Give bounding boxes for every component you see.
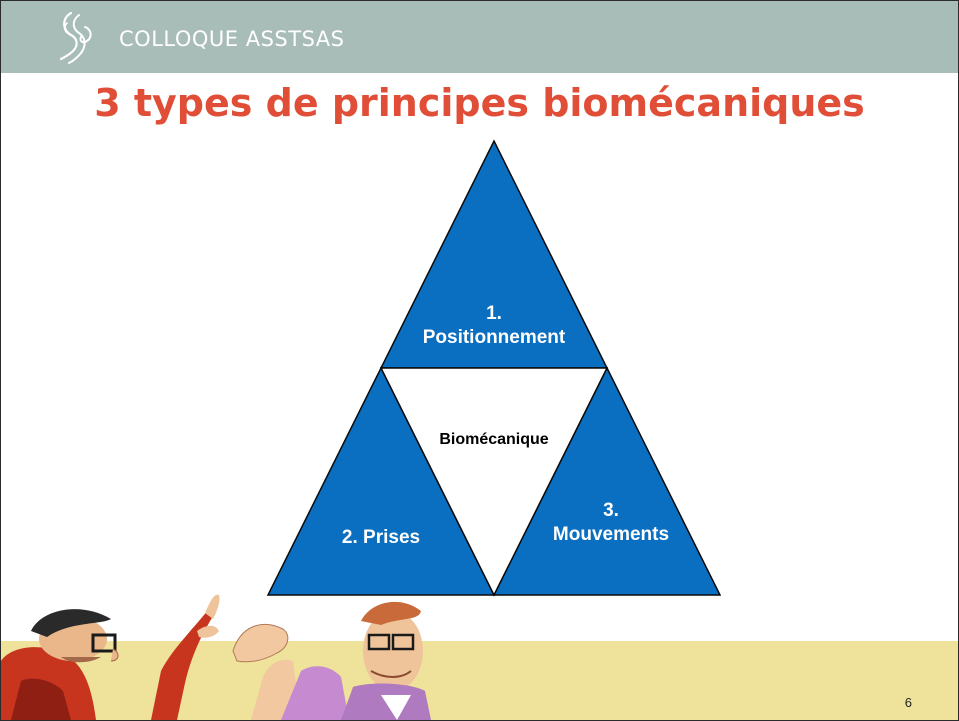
brand-name: COLLOQUE ASSTSAS [119, 27, 345, 51]
label-prises: 2. Prises [341, 527, 421, 548]
slide-title: 3 types de principes biomécaniques [94, 81, 865, 125]
label-positionnement: 1. Positionnement [422, 303, 566, 348]
page-number: 6 [904, 695, 912, 710]
center-triangle [379, 367, 609, 597]
header-bar: COLLOQUE ASSTSAS [1, 1, 958, 73]
cartoon-characters-illustration [1, 594, 431, 720]
label-mouvements: 3. Mouvements [552, 500, 670, 545]
label-biomecanique: Biomécanique [439, 431, 549, 448]
asstsas-logo-icon [59, 11, 92, 64]
